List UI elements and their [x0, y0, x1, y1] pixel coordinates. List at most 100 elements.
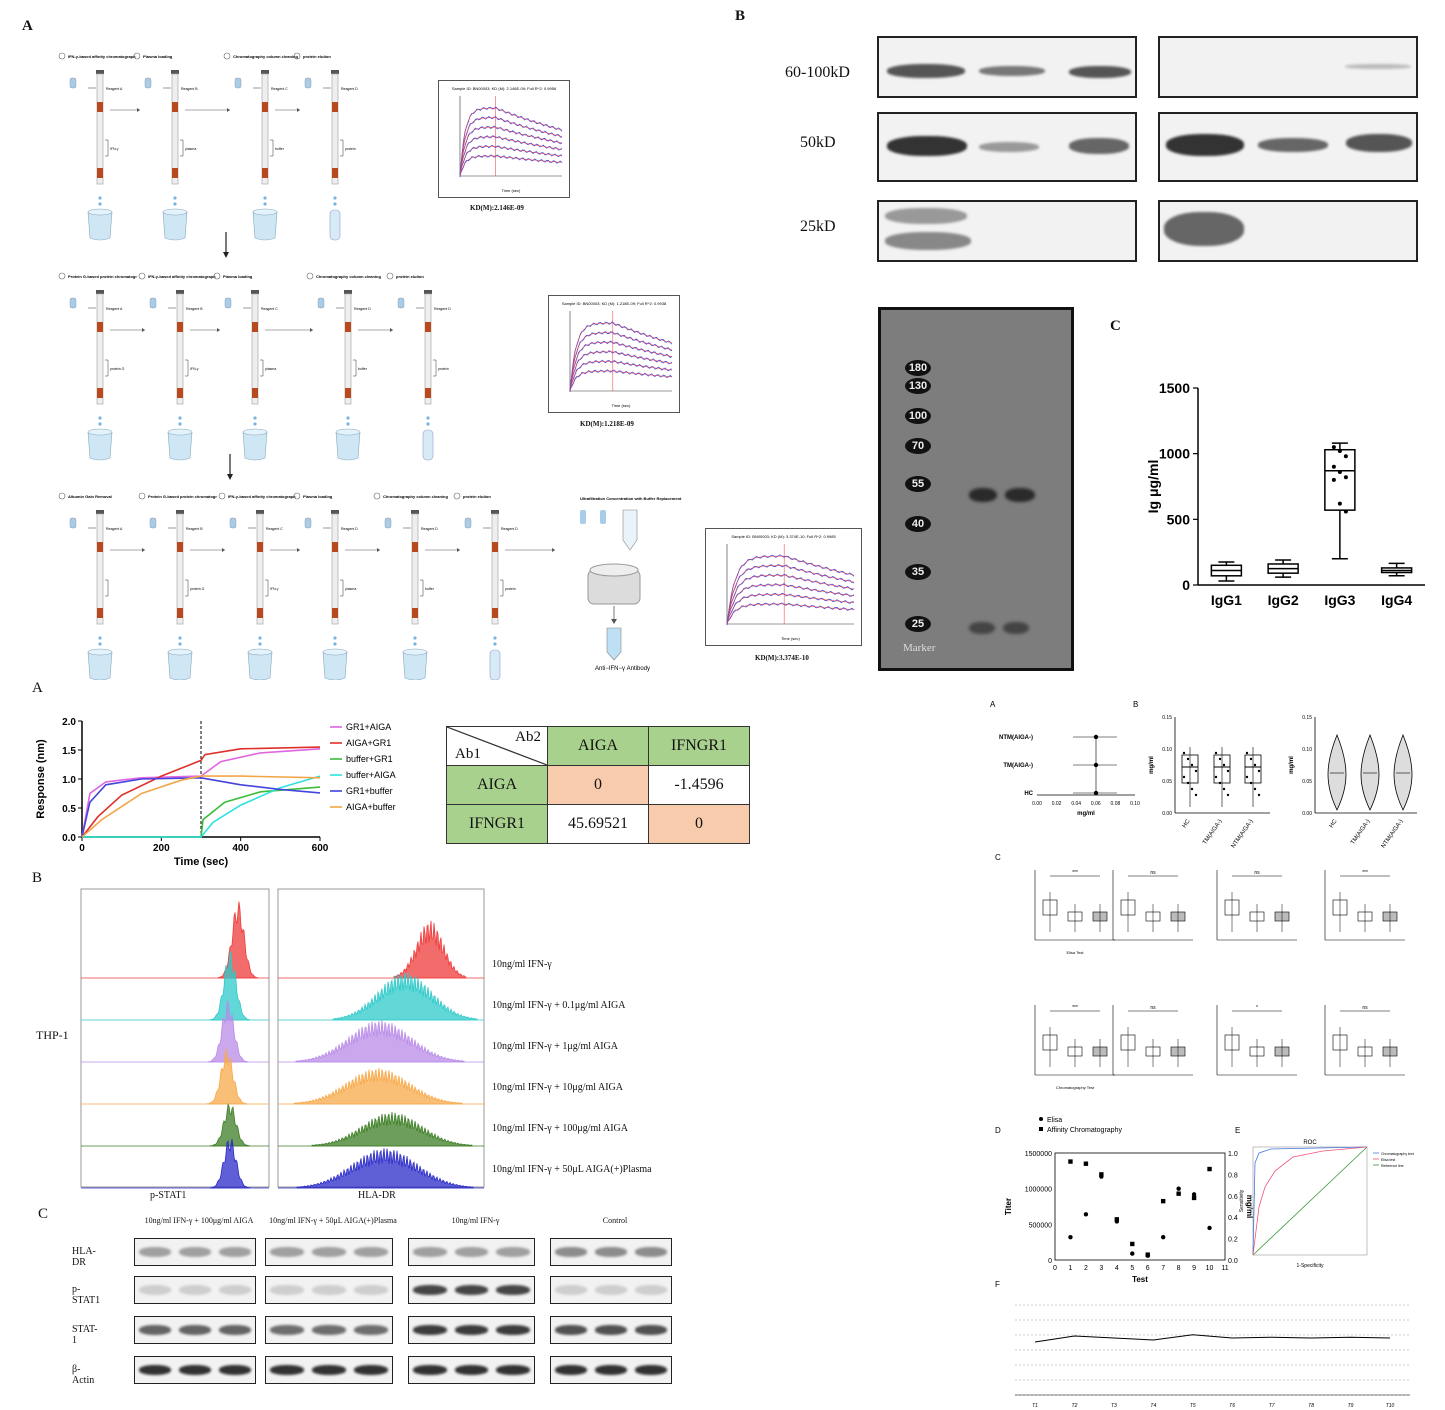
centrifuge-tube-icon: [622, 509, 638, 551]
flow-histogram-pstat1: [209, 1103, 251, 1147]
sig-label: ***: [1072, 870, 1078, 876]
drop-icon: [178, 636, 182, 640]
legend-label: Elisa: [1047, 1117, 1062, 1124]
x-tick-label: T9: [1348, 1403, 1354, 1409]
column-cap: [491, 510, 499, 514]
column-cap: [171, 70, 179, 74]
step-number-icon: [293, 492, 301, 500]
sig-label: ***: [1072, 1005, 1078, 1011]
cell-line-label: THP-1: [36, 1028, 69, 1042]
sensorgram-x-label: Time (sec): [612, 403, 631, 408]
data-point: [1337, 501, 1342, 506]
gel-marker-band: 25: [905, 616, 931, 632]
step-number-icon: [133, 52, 141, 60]
y-tick-label: 500: [1167, 511, 1191, 527]
elisa-point: [1068, 1234, 1073, 1240]
antibody-tube-icon: [606, 627, 622, 661]
step-label: Plasma loading: [143, 54, 173, 59]
western-group-label: 10ng/ml IFN-γ + 100μg/ml AIGA: [144, 1216, 254, 1225]
data-point: [1226, 769, 1230, 773]
drop-icon: [413, 636, 417, 640]
column-cap: [411, 510, 419, 514]
series-line: [81, 775, 321, 838]
step-arrow: [552, 548, 555, 552]
x-tick-label: IgG4: [1381, 592, 1412, 608]
reagent-label: Reagent B: [186, 307, 203, 311]
elisa-point: [1130, 1251, 1135, 1256]
sensorgram-fit: [726, 603, 855, 625]
step-number-icon: [213, 272, 221, 280]
y2-tick-label: 0.6: [1228, 1194, 1238, 1201]
data-point: [1249, 781, 1253, 785]
kd-label-1: KD(M):2.146E-09: [470, 204, 524, 212]
legend-label: AIGA+buffer: [346, 802, 396, 812]
y-axis-label: mg/ml: [1149, 756, 1155, 774]
affinity-point: [1068, 1159, 1073, 1164]
beaker-icon: [242, 431, 268, 461]
sensorgram-fit: [459, 136, 563, 177]
data-point: [1222, 763, 1226, 767]
elisa-point: [1191, 1192, 1197, 1197]
workflow-diagram: IFN-γ-based affinity chromatographReagen…: [58, 52, 682, 680]
legend-label: Affinity Chromatography: [1047, 1127, 1122, 1134]
flow-condition-label: 10ng/ml IFN-γ: [492, 959, 552, 970]
table-row-header: AIGA: [446, 765, 548, 805]
beaker-icon: [335, 431, 361, 461]
x-tick-label: IgG2: [1268, 592, 1299, 608]
gel-marker-band: 100: [905, 408, 931, 424]
series-line: [82, 775, 321, 838]
western-group-label: 10ng/ml IFN-γ: [451, 1216, 500, 1225]
resin-top: [97, 542, 103, 552]
reagent-label: Reagent D: [421, 527, 438, 531]
sensorgram-curve: [459, 106, 563, 177]
data-point: [1253, 787, 1257, 791]
elisa-point: [1160, 1234, 1166, 1240]
blot-strip-2-right: [1158, 112, 1418, 182]
column-tag: plasma: [265, 367, 276, 371]
data-point: [1186, 757, 1190, 761]
x-tick-label: T3: [1111, 1403, 1117, 1409]
drop-icon: [493, 642, 497, 646]
flow-histogram-hladr: [311, 1112, 473, 1147]
western-row-label: HLA-DR: [72, 1246, 96, 1268]
column-body: [331, 73, 339, 185]
sensorgram-fit: [459, 117, 563, 177]
sensorgram-title: Sample ID: BN00003; KD (M): 2.146E-09; F…: [452, 86, 557, 91]
flow-condition-label: 10ng/ml IFN-γ + 0.1μg/ml AIGA: [492, 1000, 626, 1011]
panel-label-b-flow: B: [32, 870, 43, 886]
blot-strip-1-right: [1158, 36, 1418, 98]
step-arrow: [227, 108, 230, 112]
blot-row-label-2: 50kD: [800, 134, 836, 151]
resin-bottom: [257, 608, 263, 618]
resin-top: [177, 542, 183, 552]
data-point: [1343, 509, 1348, 514]
x-tick-label: IgG3: [1324, 592, 1355, 608]
x-tick-label: 0.08: [1111, 801, 1121, 807]
resin-bottom: [492, 608, 498, 618]
resin-bottom: [177, 388, 183, 398]
column-body: [344, 293, 352, 405]
resin-top: [262, 102, 268, 112]
sensorgram-frame: [705, 528, 862, 646]
data-point: [1190, 787, 1194, 791]
step-label: IFN-γ-based affinity chromatograph: [68, 54, 136, 59]
y-tick-label: 0: [1048, 1258, 1052, 1265]
roc-reference-line: [1252, 1146, 1368, 1256]
sensorgram-fit: [569, 341, 673, 392]
y-tick-label: 2.0: [62, 717, 76, 728]
data-point: [1257, 769, 1261, 773]
western-strip: [550, 1356, 672, 1384]
roc-y-label: Sensitivity: [1239, 1189, 1245, 1212]
western-strip: [265, 1316, 393, 1344]
column-body: [251, 293, 259, 405]
y-tick-label: 0.5: [62, 804, 76, 815]
resin-top: [492, 542, 498, 552]
flow-histogram-pstat1: [209, 1138, 251, 1189]
affinity-point: [1145, 1252, 1150, 1257]
flow-histogram-hladr: [293, 1067, 463, 1105]
resin-bottom: [332, 608, 338, 618]
box: [1324, 448, 1356, 511]
